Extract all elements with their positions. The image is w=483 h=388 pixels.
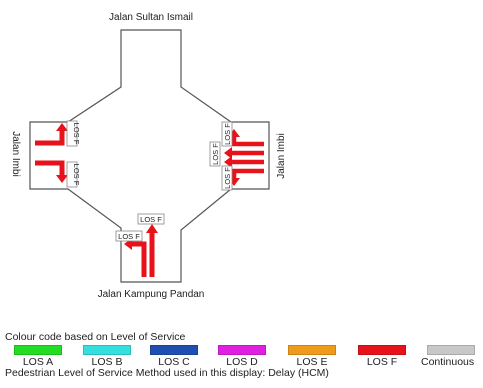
legend-item-los-a: LOS A: [11, 345, 65, 368]
los-box-east-3: LOS F: [221, 165, 233, 191]
legend-label: LOS B: [91, 356, 123, 368]
legend: Colour code based on Level of Service LO…: [5, 331, 483, 379]
west-turn-arrow: [35, 130, 65, 146]
legend-label: LOS C: [158, 356, 190, 368]
legend-swatch: [150, 345, 198, 355]
legend-swatch: [427, 345, 475, 355]
los-label-west-top: LOS F: [72, 123, 81, 145]
legend-label: LOS E: [296, 356, 328, 368]
legend-swatch: [218, 345, 266, 355]
east-arrow-4: [231, 168, 264, 179]
legend-item-los-c: LOS C: [147, 345, 201, 368]
los-label-west-bottom: LOS F: [72, 164, 81, 186]
los-box-west-top: LOS F: [66, 120, 81, 147]
east-arrow-1: [231, 136, 264, 147]
legend-swatch: [288, 345, 336, 355]
los-label-east-3: LOS F: [223, 167, 232, 189]
los-label-east-2: LOS F: [211, 143, 220, 165]
los-box-south-left: LOS F: [115, 230, 143, 242]
intersection-diagram: Jalan Sultan Ismail Jalan Kampung Pandan…: [10, 12, 287, 300]
los-box-west-bottom: LOS F: [66, 161, 81, 188]
legend-swatch: [83, 345, 131, 355]
legend-item-los-d: LOS D: [215, 345, 269, 368]
los-box-east-1: LOS F: [221, 121, 233, 147]
south-arrow-turn: [131, 241, 147, 277]
legend-item-los-e: LOS E: [285, 345, 339, 368]
south-arrowhead-through: [146, 224, 158, 233]
legend-item-continuous: Continuous: [421, 345, 483, 368]
legend-swatches: LOS A LOS B LOS C LOS D LOS E LOS F Cont…: [5, 343, 483, 368]
south-approach: LOS F LOS F: [115, 213, 165, 277]
road-name-north: Jalan Sultan Ismail: [109, 12, 193, 23]
legend-label: LOS A: [22, 356, 54, 368]
los-label-east-1: LOS F: [223, 123, 232, 145]
west-turn-arrowhead: [56, 123, 68, 131]
legend-item-los-b: LOS B: [80, 345, 134, 368]
legend-label: LOS F: [366, 356, 398, 368]
east-arrowhead-2: [224, 147, 232, 159]
west-turn-arrow-2: [35, 160, 65, 176]
west-approach: LOS F LOS F: [35, 120, 81, 188]
legend-item-los-f: LOS F: [355, 345, 409, 368]
los-box-south-top: LOS F: [137, 213, 165, 225]
legend-label: LOS D: [226, 356, 258, 368]
legend-title: Colour code based on Level of Service: [5, 331, 186, 343]
east-approach: LOS F LOS F LOS F: [209, 121, 264, 191]
road-name-south: Jalan Kampung Pandan: [98, 289, 205, 300]
los-label-south-left: LOS F: [118, 232, 140, 241]
west-turn-arrowhead-2: [56, 175, 68, 183]
legend-swatch: [358, 345, 406, 355]
road-name-west: Jalan Imbi: [10, 131, 21, 177]
legend-swatch: [14, 345, 62, 355]
los-label-south-top: LOS F: [140, 215, 162, 224]
method-note: Pedestrian Level of Service Method used …: [5, 367, 329, 379]
road-name-east: Jalan Imbi: [276, 133, 287, 179]
los-box-east-2: LOS F: [209, 141, 221, 167]
legend-label: Continuous: [421, 356, 475, 368]
east-arrowhead-3: [224, 156, 232, 168]
road-outline: [29, 29, 270, 283]
